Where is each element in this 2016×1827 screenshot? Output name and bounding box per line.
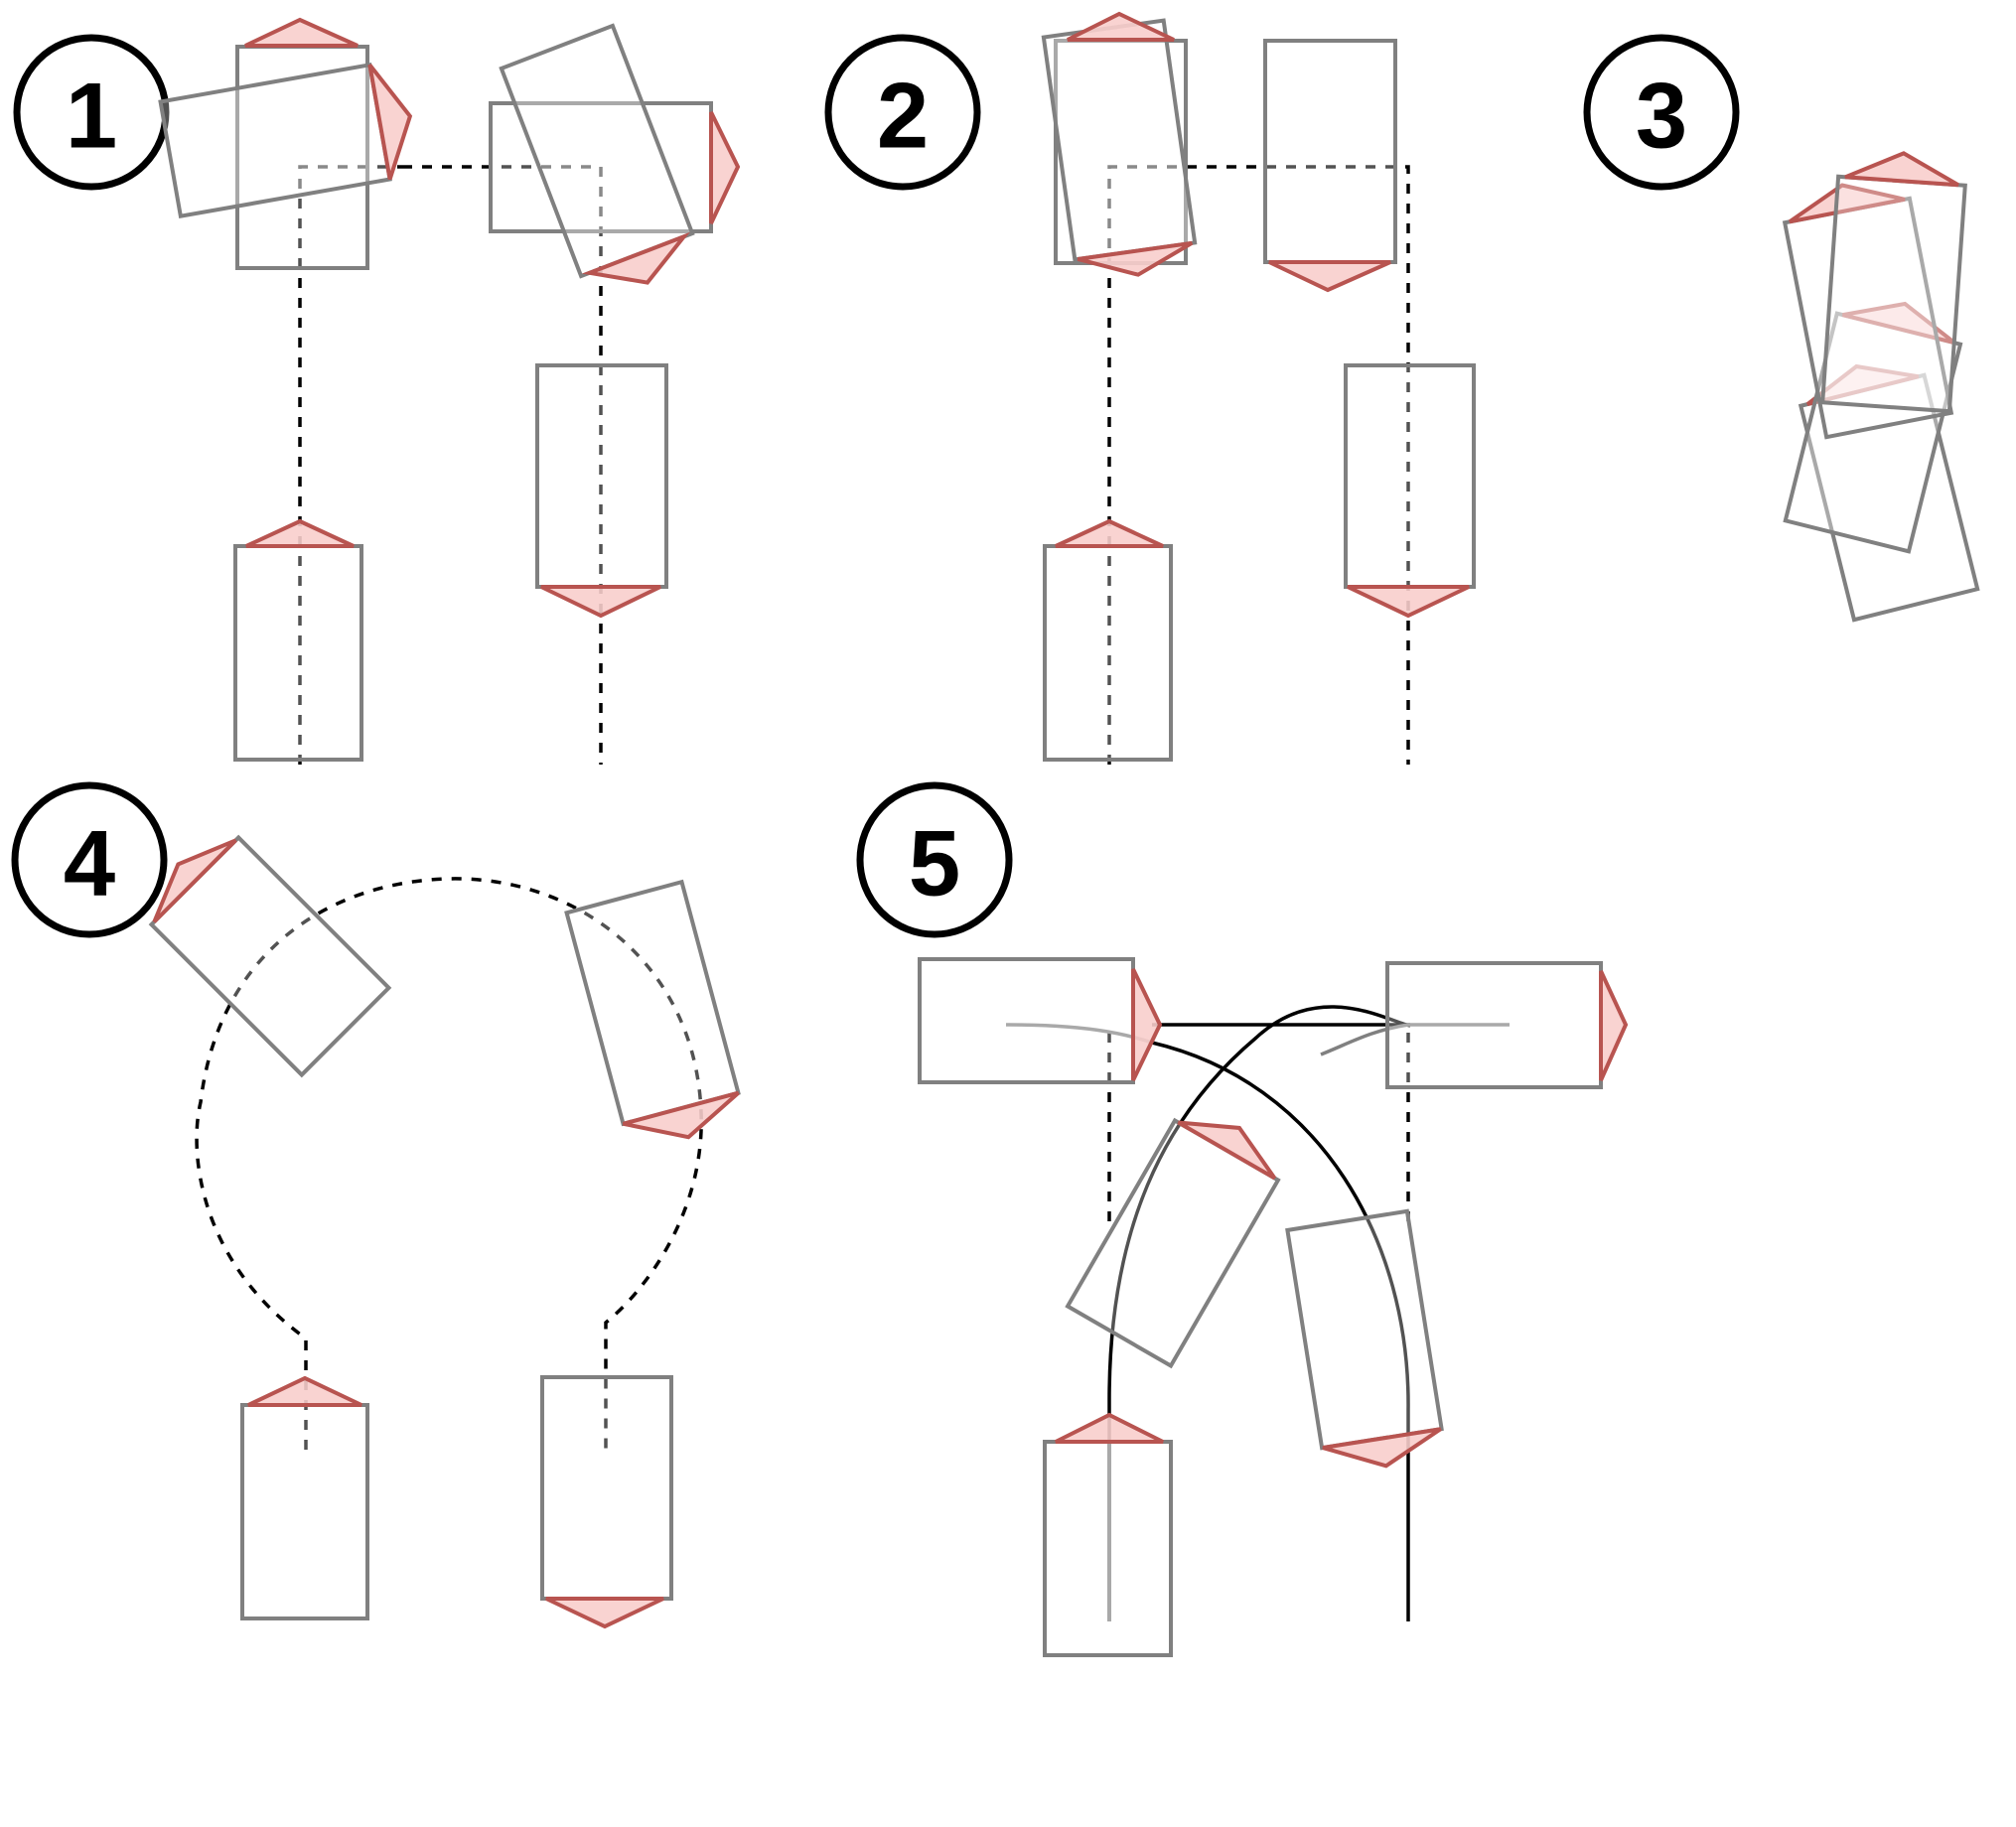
panel-2-path bbox=[1107, 165, 1410, 765]
panel-5-badge: 3 bbox=[1583, 34, 1740, 191]
panel-4-arrow-start bbox=[1055, 1412, 1164, 1444]
panel-2-arrow-top bbox=[1067, 11, 1175, 42]
panel-2-number: 2 bbox=[877, 64, 929, 168]
panel-3-vehicle-right bbox=[564, 879, 741, 1140]
panel-4-path-left bbox=[1107, 1005, 1411, 1621]
panel-1-vehicle-start bbox=[233, 544, 363, 762]
panel-4-arrow-top-right bbox=[1599, 970, 1629, 1081]
panel-3: 4 bbox=[11, 781, 741, 1629]
panel-5-vehicle-1 bbox=[1820, 151, 1967, 414]
panel-1-arrow-start bbox=[245, 518, 355, 548]
panel-3-badge: 4 bbox=[11, 781, 168, 938]
panel-5: 3 bbox=[1583, 34, 1980, 623]
panel-1-vehicle-tilted bbox=[499, 23, 695, 285]
panel-2-badge: 2 bbox=[824, 34, 981, 191]
panel-4-arrow-top-left bbox=[1131, 968, 1163, 1081]
panel-5-vehicle-4 bbox=[1798, 363, 1980, 623]
panel-3-path bbox=[195, 877, 703, 1450]
panel-4-number: 5 bbox=[909, 811, 960, 915]
panel-4-vehicle-top-right bbox=[1385, 961, 1603, 1089]
panel-5-number: 3 bbox=[1636, 64, 1687, 168]
panel-3-vehicle-end bbox=[540, 1375, 673, 1601]
panel-4-vehicle-top-left bbox=[918, 957, 1135, 1084]
panel-3-arrow-end bbox=[545, 1597, 664, 1629]
panel-2-vehicle-end bbox=[1344, 363, 1476, 589]
panel-1-arrow-top bbox=[244, 17, 359, 48]
panel-2-vehicle-mid bbox=[1263, 39, 1397, 264]
panel-1-vehicle-end bbox=[535, 363, 668, 589]
panel-2-arrow-mid bbox=[1268, 260, 1391, 293]
panel-1-vehicle-rotated bbox=[158, 62, 413, 219]
panel-4-badge: 5 bbox=[856, 781, 1013, 938]
panel-4-vehicle-start bbox=[1043, 1440, 1173, 1657]
panel-1-arrow-mid bbox=[709, 111, 741, 224]
panel-1: 1 bbox=[13, 17, 741, 765]
panel-4-vehicle-curve-right bbox=[1285, 1208, 1444, 1469]
panel-2-arrow-end bbox=[1347, 585, 1470, 619]
panel-1-path-left bbox=[298, 165, 402, 765]
panel-5-vehicle-3 bbox=[1783, 301, 1963, 554]
panel-1-arrow-end bbox=[540, 585, 661, 619]
panel-4-vehicle-curve-left bbox=[1065, 1117, 1281, 1369]
panel-1-number: 1 bbox=[66, 64, 117, 168]
panel-2-arrow-start bbox=[1055, 518, 1164, 548]
panel-3-arrow-start bbox=[247, 1375, 362, 1407]
panel-4-inner-right bbox=[1320, 1023, 1510, 1056]
panel-1-badge: 1 bbox=[13, 34, 170, 191]
panel-5-vehicle-2 bbox=[1782, 183, 1954, 440]
panel-3-vehicle-start bbox=[240, 1403, 369, 1620]
panel-1-vehicle-mid bbox=[489, 101, 713, 233]
panel-4: 5 bbox=[856, 781, 1629, 1657]
panel-4-path-arc bbox=[1151, 1041, 1410, 1621]
panel-3-number: 4 bbox=[64, 811, 115, 915]
panel-3-vehicle-left bbox=[148, 834, 392, 1078]
panel-2-vehicle-start bbox=[1043, 544, 1173, 762]
panel-2: 2 bbox=[824, 11, 1476, 765]
